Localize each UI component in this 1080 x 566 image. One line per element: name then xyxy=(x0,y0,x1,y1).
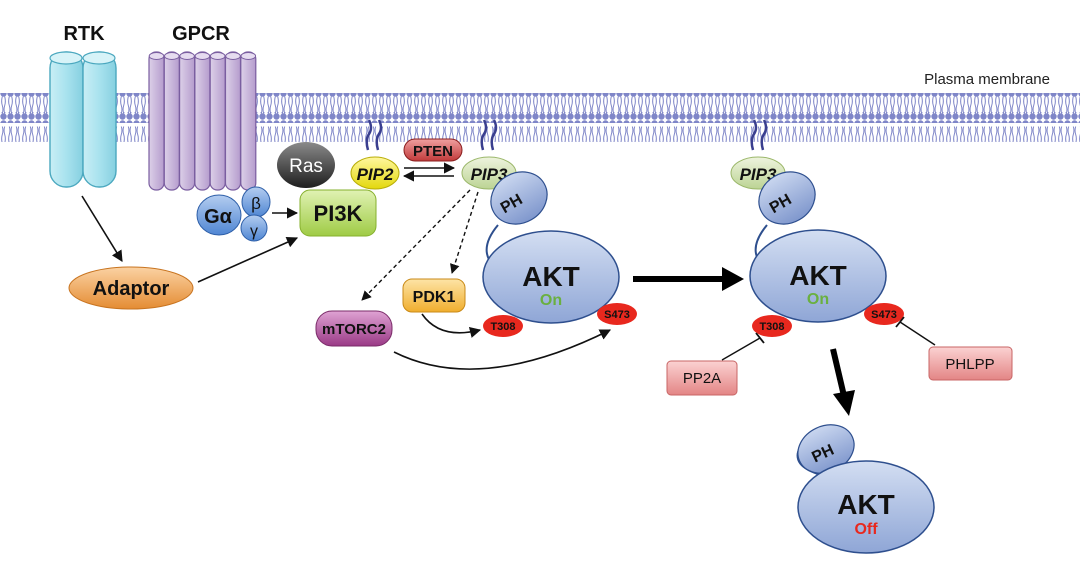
g-alpha-label: Gα xyxy=(204,206,233,228)
akt-off: PH AKT Off xyxy=(796,424,935,554)
gpcr-helix-cap xyxy=(240,52,257,60)
pip2-label: PIP2 xyxy=(357,165,394,184)
pp2a-label: PP2A xyxy=(683,370,721,387)
phlpp-phosphatase: PHLPP xyxy=(928,346,1013,381)
akt-on-right: PH AKT On xyxy=(749,171,887,323)
gpcr-receptor xyxy=(148,51,257,191)
ras-protein: Ras xyxy=(277,142,335,188)
deactivation-arrow-head xyxy=(833,390,855,416)
gpcr-helix-cap xyxy=(164,52,180,60)
gpcr-helix-cap xyxy=(194,52,211,60)
g-beta-label: β xyxy=(251,194,261,213)
rtk-to-adaptor-arrow xyxy=(81,195,123,262)
gpcr-helix xyxy=(209,51,226,191)
akt-right-label: AKT xyxy=(789,260,847,291)
mtorc2-to-s473-arrow xyxy=(393,329,612,370)
membrane-label: Plasma membrane xyxy=(924,71,1050,88)
gpcr-helix xyxy=(224,51,242,191)
pi3k-label: PI3K xyxy=(314,201,363,226)
adaptor-to-pi3k-arrow xyxy=(197,236,299,283)
gpcr-helix xyxy=(194,51,211,191)
gpcr-helix-cap xyxy=(179,52,195,60)
on-left-label: On xyxy=(540,292,562,309)
gpcr-label: GPCR xyxy=(172,23,230,45)
adaptor-protein: Adaptor xyxy=(68,266,194,310)
g-protein: Gα β γ xyxy=(196,186,271,242)
pip3-to-mtorc2-arrow xyxy=(361,189,471,301)
rtk-label: RTK xyxy=(63,23,105,45)
pdk1-to-t308-arrow xyxy=(421,313,482,338)
rtk-receptor xyxy=(49,51,117,188)
on-right-label: On xyxy=(807,291,829,308)
mtorc2-label: mTORC2 xyxy=(322,321,386,338)
ras-label: Ras xyxy=(289,156,323,177)
t308-left-label: T308 xyxy=(490,321,515,333)
pip3-right-label: PIP3 xyxy=(740,165,777,184)
t308-site-left: T308 xyxy=(483,315,523,337)
gpcr-helix-cap xyxy=(209,52,226,60)
mtorc2-complex: mTORC2 xyxy=(315,310,393,347)
translocation-arrow-head xyxy=(722,267,744,291)
akt-left-label: AKT xyxy=(522,261,580,292)
t308-site-right: T308 xyxy=(752,315,792,337)
pp2a-inhibition-line xyxy=(721,337,761,361)
akt-on-left: PH AKT On xyxy=(482,171,620,324)
s473-left-label: S473 xyxy=(604,309,630,321)
s473-site-left: S473 xyxy=(597,303,637,325)
pp2a-phosphatase: PP2A xyxy=(666,360,738,396)
pp2a-inhibition-bar xyxy=(755,332,765,344)
pdk1-label: PDK1 xyxy=(413,289,456,306)
gpcr-helix xyxy=(148,51,165,191)
pdk1-protein: PDK1 xyxy=(402,278,466,313)
gpcr-helix-cap xyxy=(148,52,165,60)
pi3k-protein: PI3K xyxy=(299,189,377,237)
t308-right-label: T308 xyxy=(759,321,784,333)
phlpp-inhibition-line xyxy=(899,321,936,346)
pip2-lipid: PIP2 xyxy=(350,119,400,190)
gpcr-helix-cap xyxy=(225,52,241,60)
pip3-left-label: PIP3 xyxy=(471,165,508,184)
deactivation-arrow-shaft xyxy=(830,348,847,397)
off-label: Off xyxy=(854,521,878,538)
gpcr-helix xyxy=(179,51,196,191)
pten-label: PTEN xyxy=(413,143,453,160)
gpcr-helix xyxy=(163,51,180,191)
s473-site-right: S473 xyxy=(864,303,904,325)
gpcr-helix xyxy=(240,51,257,191)
g-gamma-label: γ xyxy=(250,223,258,240)
akt-off-label: AKT xyxy=(837,489,895,520)
pten-protein: PTEN xyxy=(403,138,463,162)
adaptor-label: Adaptor xyxy=(93,278,170,300)
pip3-to-pdk1-arrow xyxy=(450,191,479,274)
phlpp-inhibition-bar xyxy=(895,316,905,328)
s473-right-label: S473 xyxy=(871,309,897,321)
phlpp-label: PHLPP xyxy=(945,356,994,373)
